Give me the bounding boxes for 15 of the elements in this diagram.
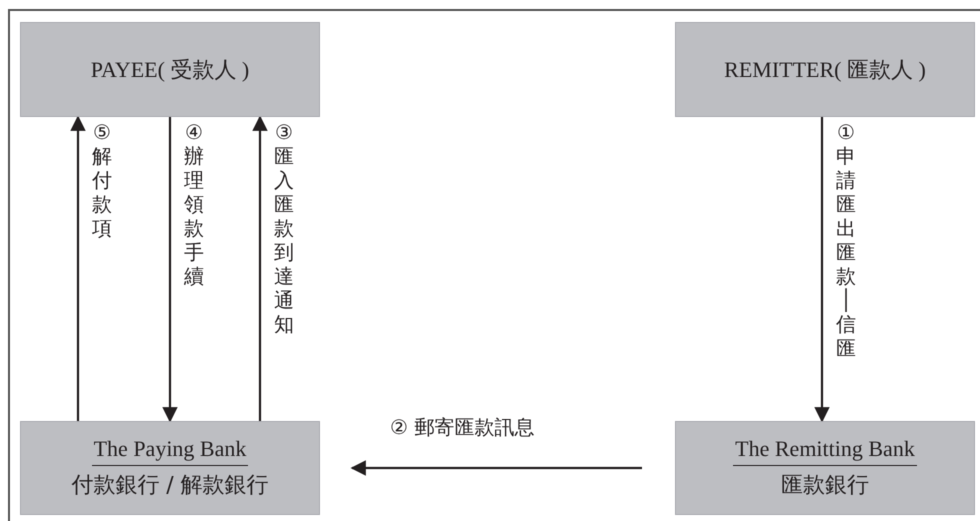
node-title: The Remitting Bank [733, 436, 917, 466]
node-title: The Paying Bank [92, 436, 248, 466]
arrow [70, 115, 86, 421]
arrow [162, 117, 178, 423]
entity-box [20, 22, 320, 117]
node-subtitle: 付款銀行 / 解款銀行 [71, 472, 269, 500]
arrow [350, 460, 642, 476]
entity-box [20, 421, 320, 515]
arrow [814, 117, 830, 423]
arrow [252, 115, 268, 421]
node-subtitle: 匯款銀行 [781, 472, 869, 500]
entity-box [675, 421, 975, 515]
node-title: PAYEE( 受款人 ) [90, 56, 250, 84]
entity-box [675, 22, 975, 117]
node-title: REMITTER( 匯款人 ) [724, 56, 926, 84]
